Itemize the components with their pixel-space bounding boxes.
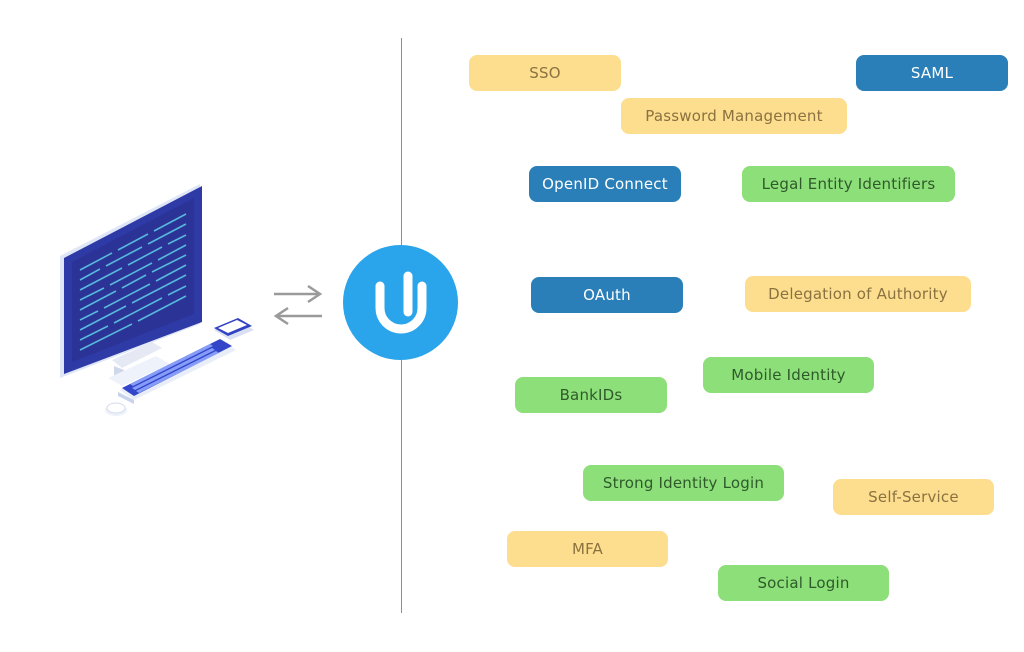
tag-sso: SSO — [469, 55, 621, 91]
tag-oauth: OAuth — [531, 277, 683, 313]
tag-strong-identity-login: Strong Identity Login — [583, 465, 784, 501]
bidirectional-arrows-icon — [270, 282, 326, 328]
desktop-computer-icon — [60, 184, 254, 416]
identity-provider-logo — [343, 245, 458, 360]
tag-self-service: Self-Service — [833, 479, 994, 515]
computer-illustration — [52, 178, 262, 428]
tag-password-management: Password Management — [621, 98, 847, 134]
tag-bankids: BankIDs — [515, 377, 667, 413]
tag-saml: SAML — [856, 55, 1008, 91]
tag-delegation-of-authority: Delegation of Authority — [745, 276, 971, 312]
u-letter-logo-icon — [375, 271, 426, 333]
tag-mobile-identity: Mobile Identity — [703, 357, 874, 393]
tag-legal-entity-identifiers: Legal Entity Identifiers — [742, 166, 955, 202]
tag-openid-connect: OpenID Connect — [529, 166, 681, 202]
tag-social-login: Social Login — [718, 565, 889, 601]
tag-mfa: MFA — [507, 531, 668, 567]
